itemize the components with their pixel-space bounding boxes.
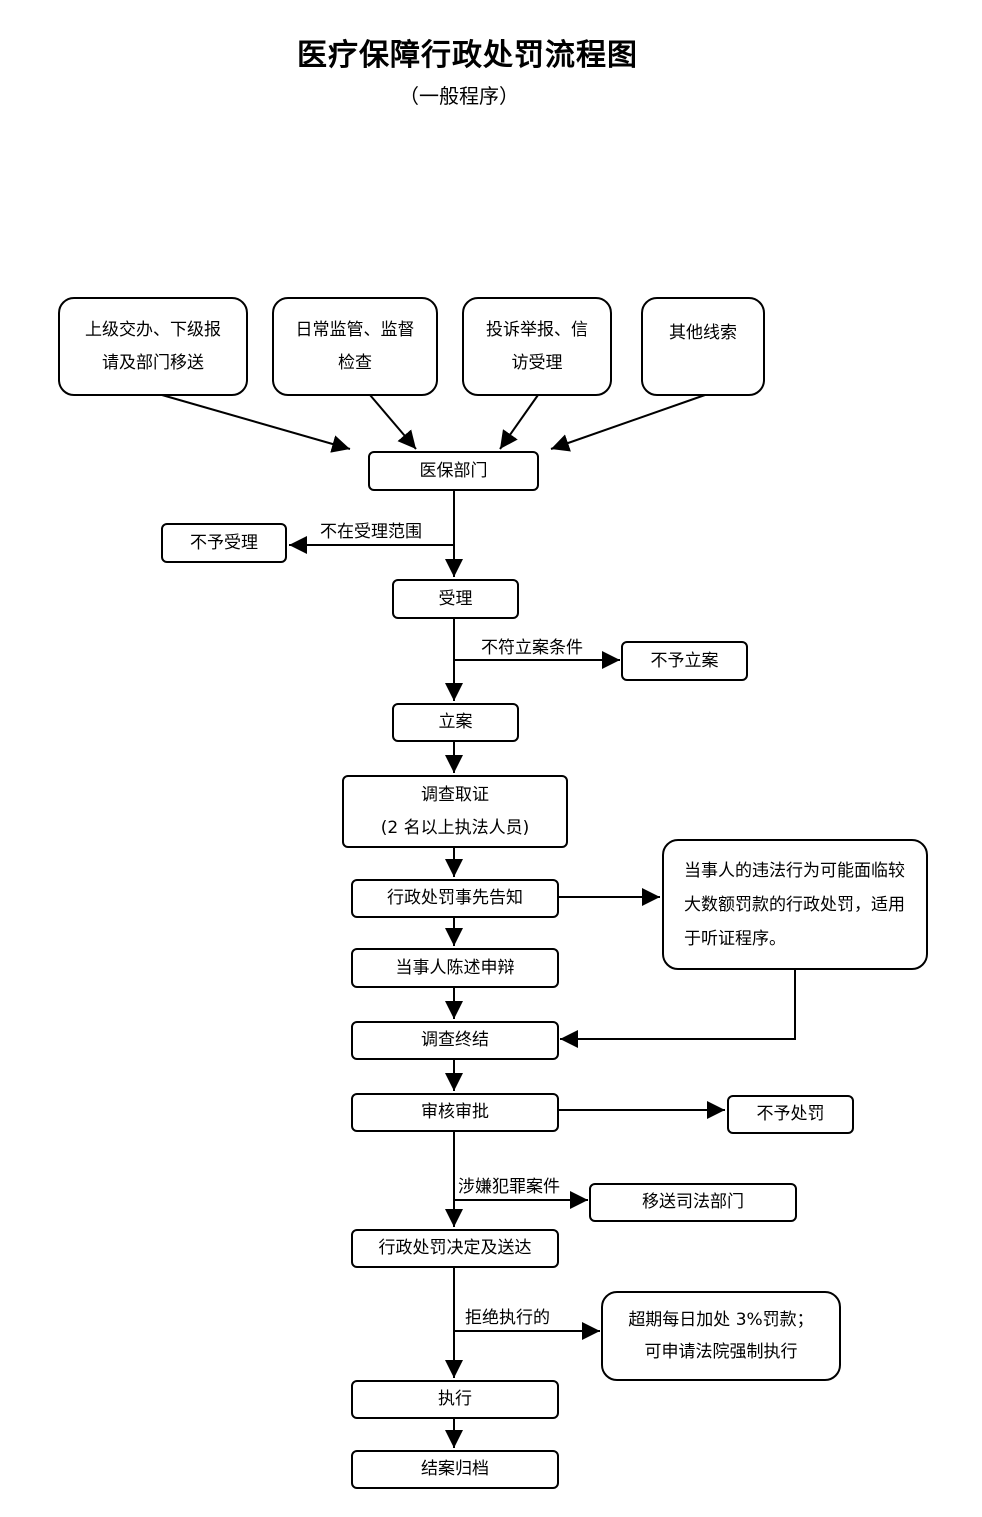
node-bycf: 不予处罚 bbox=[727, 1095, 854, 1134]
node-zx-label: 执行 bbox=[438, 1389, 472, 1410]
node-dcqz-label: 调查取证 bbox=[421, 785, 489, 806]
node-shsp-label: 审核审批 bbox=[421, 1102, 489, 1123]
node-dczj: 调查终结 bbox=[351, 1021, 559, 1060]
edge-label-not-in-scope: 不在受理范围 bbox=[320, 522, 422, 542]
node-byla-label: 不予立案 bbox=[650, 650, 719, 671]
node-ja-label: 结案归档 bbox=[421, 1459, 489, 1480]
edge-label-refuse: 拒绝执行的 bbox=[465, 1308, 550, 1328]
node-ybbm: 医保部门 bbox=[368, 451, 539, 491]
page-title: 医疗保障行政处罚流程图 bbox=[297, 38, 638, 73]
node-cq-label2: 可申请法院强制执行 bbox=[644, 1342, 798, 1362]
node-cq: 超期每日加处 3%罚款； 可申请法院强制执行 bbox=[601, 1291, 841, 1381]
node-ts-note-label: 当事人的违法行为可能面临较大数额罚款的行政处罚，适用于听证程序。 bbox=[684, 860, 905, 949]
node-bycf-label: 不予处罚 bbox=[756, 1104, 825, 1125]
node-zx: 执行 bbox=[351, 1380, 559, 1419]
node-ys: 移送司法部门 bbox=[589, 1183, 797, 1222]
node-cq-label1: 超期每日加处 3%罚款； bbox=[628, 1309, 814, 1330]
node-cs: 当事人陈述申辩 bbox=[351, 948, 559, 988]
node-bysl: 不予受理 bbox=[161, 523, 287, 563]
node-shsp: 审核审批 bbox=[351, 1093, 559, 1132]
source-other-label: 其他线索 bbox=[669, 323, 737, 343]
node-la: 立案 bbox=[392, 703, 519, 742]
source-complaint: 投诉举报、信访受理 bbox=[462, 297, 612, 396]
node-byla: 不予立案 bbox=[621, 641, 748, 681]
source-other: 其他线索 bbox=[641, 297, 765, 396]
node-dczj-label: 调查终结 bbox=[421, 1030, 489, 1051]
node-gz-label: 行政处罚事先告知 bbox=[387, 888, 523, 909]
source-routine: 日常监管、监督检查 bbox=[272, 297, 438, 396]
node-ja: 结案归档 bbox=[351, 1450, 559, 1489]
node-sl: 受理 bbox=[392, 579, 519, 619]
node-ts-note: 当事人的违法行为可能面临较大数额罚款的行政处罚，适用于听证程序。 bbox=[662, 839, 928, 970]
node-la-label: 立案 bbox=[438, 712, 473, 733]
arrow-source2 bbox=[369, 394, 417, 450]
node-dcqz: 调查取证 (2 名以上执法人员) bbox=[342, 775, 568, 848]
arrow-source1 bbox=[161, 394, 351, 453]
node-dcqz-sub: (2 名以上执法人员) bbox=[380, 817, 530, 838]
node-gz: 行政处罚事先告知 bbox=[351, 879, 559, 918]
node-jd-label: 行政处罚决定及送达 bbox=[378, 1238, 532, 1259]
node-jd: 行政处罚决定及送达 bbox=[351, 1229, 559, 1268]
node-ys-label: 移送司法部门 bbox=[642, 1192, 744, 1213]
arrow-note-dczj bbox=[560, 969, 796, 1048]
node-cs-label: 当事人陈述申辩 bbox=[395, 957, 515, 978]
arrow-source4 bbox=[550, 394, 706, 452]
source-complaint-label: 投诉举报、信访受理 bbox=[486, 320, 588, 373]
source-upper-lower: 上级交办、下级报请及部门移送 bbox=[58, 297, 248, 396]
node-sl-label: 受理 bbox=[438, 588, 473, 609]
source-upper-lower-label: 上级交办、下级报请及部门移送 bbox=[85, 320, 221, 373]
node-ybbm-label: 医保部门 bbox=[419, 460, 488, 481]
page-subtitle: （一般程序） bbox=[399, 84, 519, 108]
edge-label-crime: 涉嫌犯罪案件 bbox=[458, 1177, 560, 1197]
edge-label-not-meet: 不符立案条件 bbox=[481, 638, 583, 658]
node-bysl-label: 不予受理 bbox=[190, 532, 258, 553]
source-routine-label: 日常监管、监督检查 bbox=[295, 320, 415, 373]
arrow-source3 bbox=[499, 394, 539, 450]
